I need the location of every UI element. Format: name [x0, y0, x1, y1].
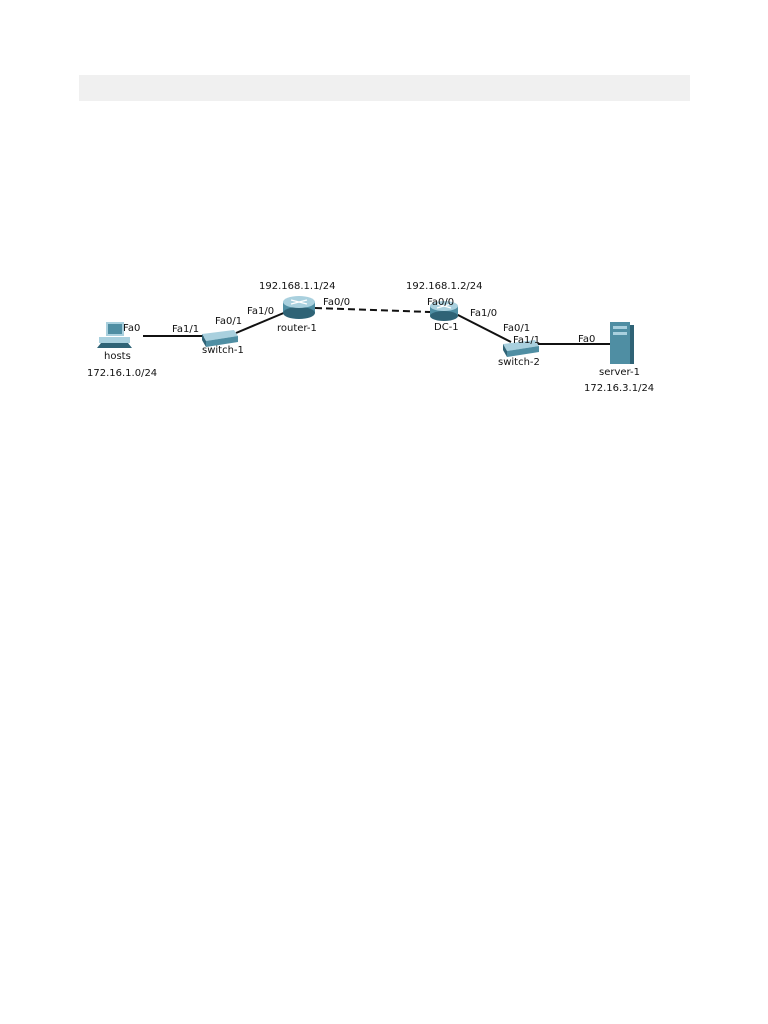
link-router-1-dc-1 [314, 307, 431, 313]
server-icon[interactable] [610, 322, 634, 364]
subnet-label-hosts: 172.16.1.0/24 [87, 368, 157, 379]
ip-label-dc-1: 192.168.1.2/24 [406, 281, 483, 292]
port-label: Fa1/0 [247, 306, 274, 317]
port-label: Fa1/1 [172, 324, 199, 335]
header-bar [79, 75, 690, 101]
link-switch-1-router-1 [235, 311, 287, 334]
port-label: Fa1/1 [513, 335, 540, 346]
pc-icon[interactable] [97, 322, 132, 348]
port-label: Fa0 [578, 334, 595, 345]
node-label-router-1: router-1 [277, 323, 317, 334]
router-icon[interactable] [430, 301, 458, 321]
ip-label-router-1: 192.168.1.1/24 [259, 281, 336, 292]
port-label: Fa0/0 [427, 297, 454, 308]
node-label-server-1: server-1 [599, 367, 640, 378]
link-dc-1-switch-2 [453, 312, 512, 343]
port-label: Fa0/1 [215, 316, 242, 327]
node-label-switch-2: switch-2 [498, 357, 540, 368]
node-label-hosts: hosts [104, 351, 131, 362]
port-label: Fa0 [123, 323, 140, 334]
port-label: Fa0/1 [503, 323, 530, 334]
port-label: Fa1/0 [470, 308, 497, 319]
port-label: Fa0/0 [323, 297, 350, 308]
switch-icon[interactable] [202, 330, 238, 347]
node-label-dc-1: DC-1 [434, 322, 459, 333]
router-icon[interactable] [283, 296, 315, 319]
subnet-label-server-1: 172.16.3.1/24 [584, 383, 654, 394]
node-label-switch-1: switch-1 [202, 345, 244, 356]
switch-icon[interactable] [503, 340, 539, 357]
